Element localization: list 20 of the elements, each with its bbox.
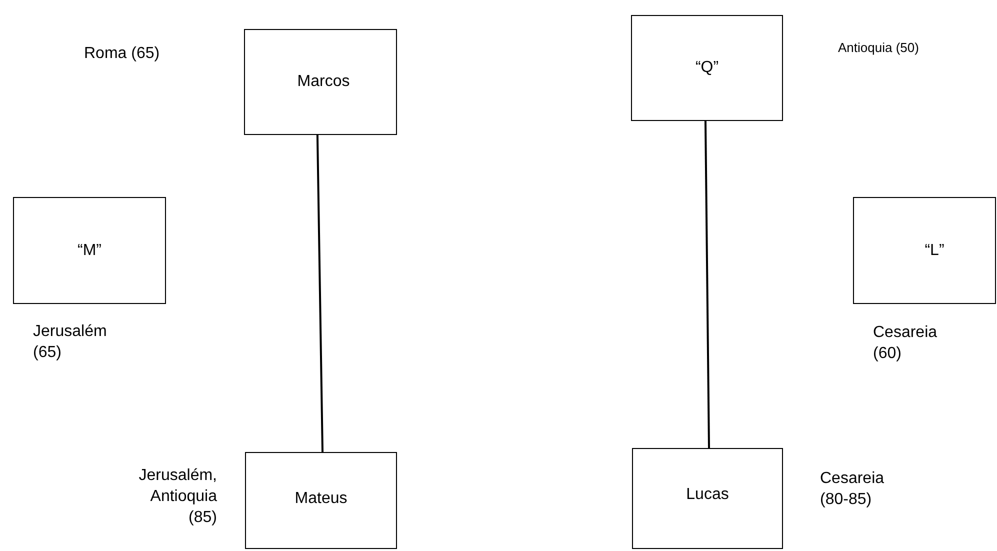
text-box: [631, 15, 783, 121]
text-box: [632, 448, 783, 549]
box-label: “L”: [924, 240, 944, 260]
connector-line: [316, 134, 324, 452]
box-label: Lucas: [686, 485, 729, 504]
box-label: Marcos: [296, 72, 350, 92]
place-date-label: Antioquia (50): [838, 40, 920, 57]
place-date-label: Cesareia (80-85): [820, 469, 886, 510]
box-label: “Q”: [695, 58, 719, 78]
text-box: [244, 29, 397, 135]
box-label: “M”: [78, 240, 102, 260]
connector-line: [704, 120, 710, 448]
place-date-label: Cesareia (60): [873, 323, 938, 364]
place-date-label: Roma (65): [84, 44, 161, 64]
place-date-label: Jerusalém (65): [33, 322, 108, 363]
box-label: Mateus: [294, 489, 348, 508]
text-box: [853, 197, 996, 304]
place-date-label: Jerusalém, Antioquia (85): [138, 466, 217, 528]
text-box: [13, 197, 166, 304]
text-box: [245, 452, 397, 549]
